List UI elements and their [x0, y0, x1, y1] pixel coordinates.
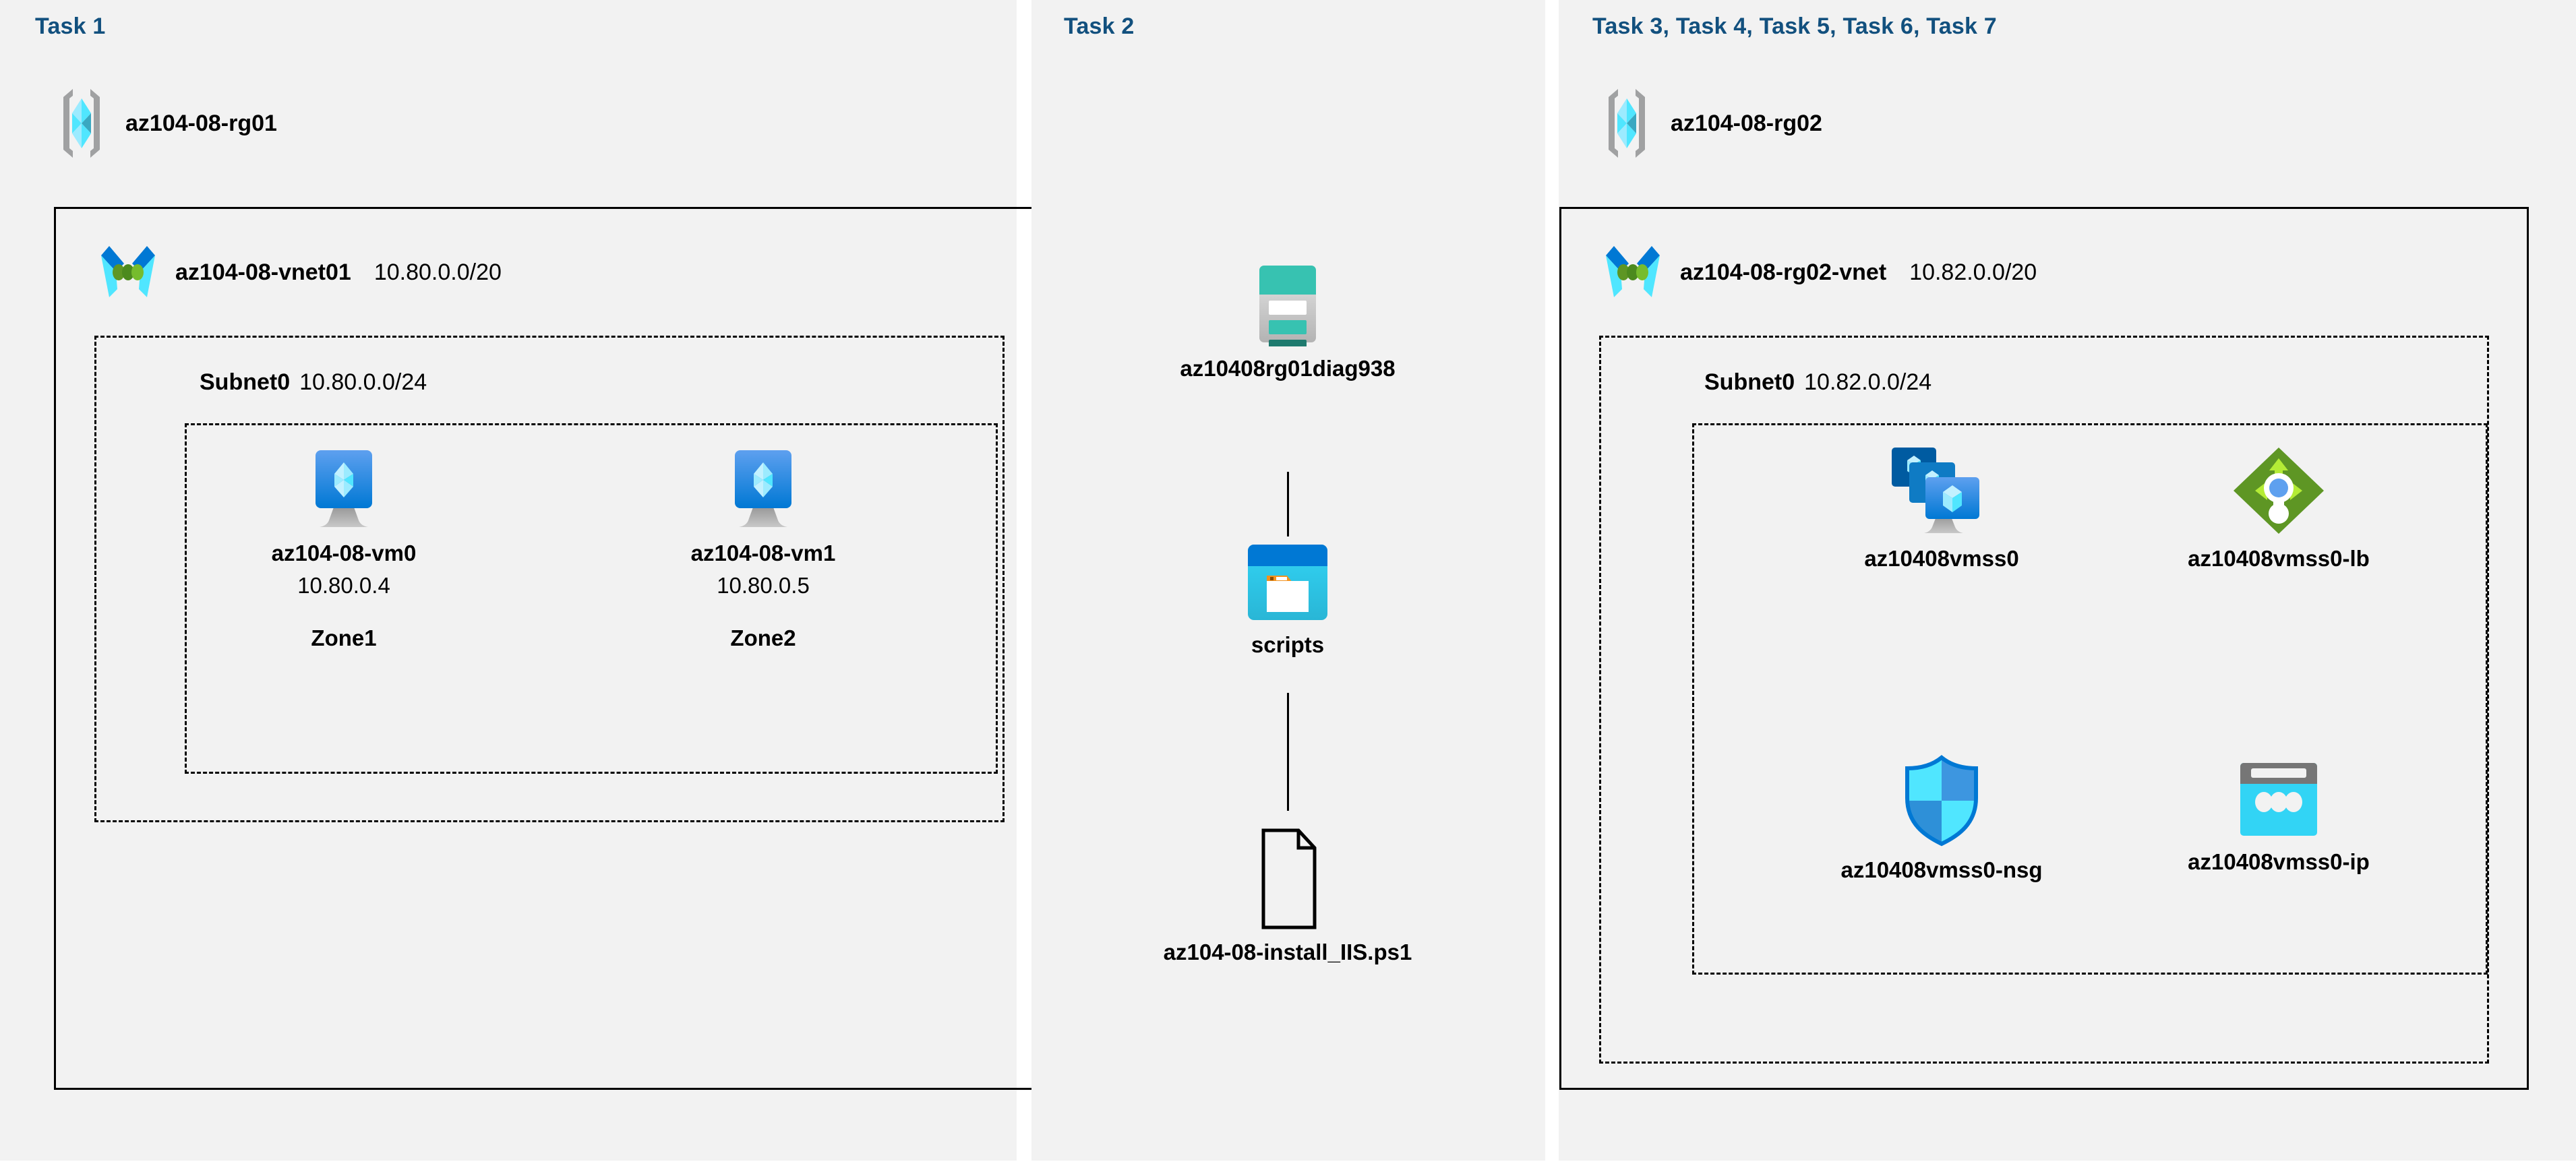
subnet-box-subnet0-task3 [1599, 336, 2489, 1064]
vm-scale-set-az10408vmss0: az10408vmss0 [1793, 445, 2090, 572]
task-label-2: Task 2 [1064, 13, 1135, 39]
resource-group-icon [1598, 86, 1656, 160]
subnet-box-subnet0-task1 [94, 336, 1005, 822]
subnet-cidr: 10.80.0.0/24 [299, 369, 427, 395]
vm-label: az104-08-vm1 [690, 541, 836, 565]
vm-zone: Zone2 [730, 625, 796, 650]
resource-group-az104-08-rg02: az104-08-rg02 [1598, 86, 1822, 160]
connector-container-to-script [1287, 693, 1289, 811]
virtual-network-icon [94, 239, 162, 305]
public-ip-address-az10408vmss0-ip: az10408vmss0-ip [2130, 760, 2427, 875]
load-balancer-az10408vmss0-lb: az10408vmss0-lb [2130, 445, 2427, 572]
vnet-label: az104-08-vnet01 [175, 259, 351, 285]
public-ip-address-icon [2235, 760, 2323, 840]
resource-group-label: az104-08-rg02 [1671, 110, 1822, 136]
vm-scale-set-label: az10408vmss0 [1864, 546, 2019, 571]
vnet-box-az104-08-rg02-vnet [1559, 207, 2529, 1090]
network-security-group-icon [1900, 754, 1983, 848]
blob-container-icon [1245, 543, 1330, 623]
storage-account-icon [1255, 262, 1320, 346]
resource-group-icon [53, 86, 111, 160]
subnet-cidr: 10.82.0.0/24 [1804, 369, 1932, 395]
script-file-icon [1253, 828, 1323, 930]
vnet-label: az104-08-rg02-vnet [1680, 259, 1887, 285]
resource-group-az104-08-rg01: az104-08-rg01 [53, 86, 277, 160]
vm-group-box-task1 [185, 423, 998, 774]
network-security-group-az10408vmss0-nsg: az10408vmss0-nsg [1793, 754, 2090, 883]
task-label-1: Task 1 [35, 13, 106, 39]
panel-task1 [0, 0, 1017, 1161]
vm-az104-08-vm0: az104-08-vm0 10.80.0.4 Zone1 [256, 446, 431, 651]
vm-ip: 10.80.0.4 [297, 573, 390, 598]
storage-account-label: az10408rg01diag938 [1180, 356, 1396, 381]
task-label-3: Task 3, Task 4, Task 5, Task 6, Task 7 [1592, 13, 1997, 39]
network-security-group-label: az10408vmss0-nsg [1840, 857, 2043, 882]
resource-group-label: az104-08-rg01 [125, 110, 277, 136]
blob-container-label: scripts [1251, 632, 1325, 657]
subnet-subnet0-task3: Subnet0 10.82.0.0/24 [1704, 369, 1931, 396]
vnet-az104-08-vnet01: az104-08-vnet01 10.80.0.0/20 [94, 239, 502, 305]
load-balancer-label: az10408vmss0-lb [2188, 546, 2370, 571]
subnet-label: Subnet0 [200, 369, 291, 395]
script-file-az104-08-install-iis: az104-08-install_IIS.ps1 [1085, 828, 1490, 965]
resource-group-box-task3 [1692, 423, 2488, 975]
vm-label: az104-08-vm0 [271, 541, 417, 565]
vnet-cidr: 10.80.0.0/20 [373, 259, 502, 285]
subnet-label: Subnet0 [1704, 369, 1795, 395]
virtual-network-icon [1599, 239, 1667, 305]
storage-account-az10408rg01diag938: az10408rg01diag938 [1106, 262, 1470, 381]
virtual-machine-icon [303, 446, 384, 531]
public-ip-address-label: az10408vmss0-ip [2188, 849, 2370, 874]
vnet-az104-08-rg02-vnet: az104-08-rg02-vnet 10.82.0.0/20 [1599, 239, 2037, 305]
script-file-label: az104-08-install_IIS.ps1 [1163, 940, 1412, 964]
vm-ip: 10.80.0.5 [717, 573, 810, 598]
panel-task3 [1559, 0, 2576, 1161]
vm-scale-set-icon [1889, 445, 1994, 536]
load-balancer-icon [2231, 445, 2327, 536]
connector-storage-to-container [1287, 472, 1289, 536]
virtual-machine-icon [723, 446, 804, 531]
blob-container-scripts: scripts [1207, 543, 1369, 658]
vm-az104-08-vm1: az104-08-vm1 10.80.0.5 Zone2 [676, 446, 851, 651]
vm-zone: Zone1 [311, 625, 377, 650]
vnet-cidr: 10.82.0.0/20 [1909, 259, 2037, 285]
subnet-subnet0-task1: Subnet0 10.80.0.0/24 [200, 369, 427, 396]
